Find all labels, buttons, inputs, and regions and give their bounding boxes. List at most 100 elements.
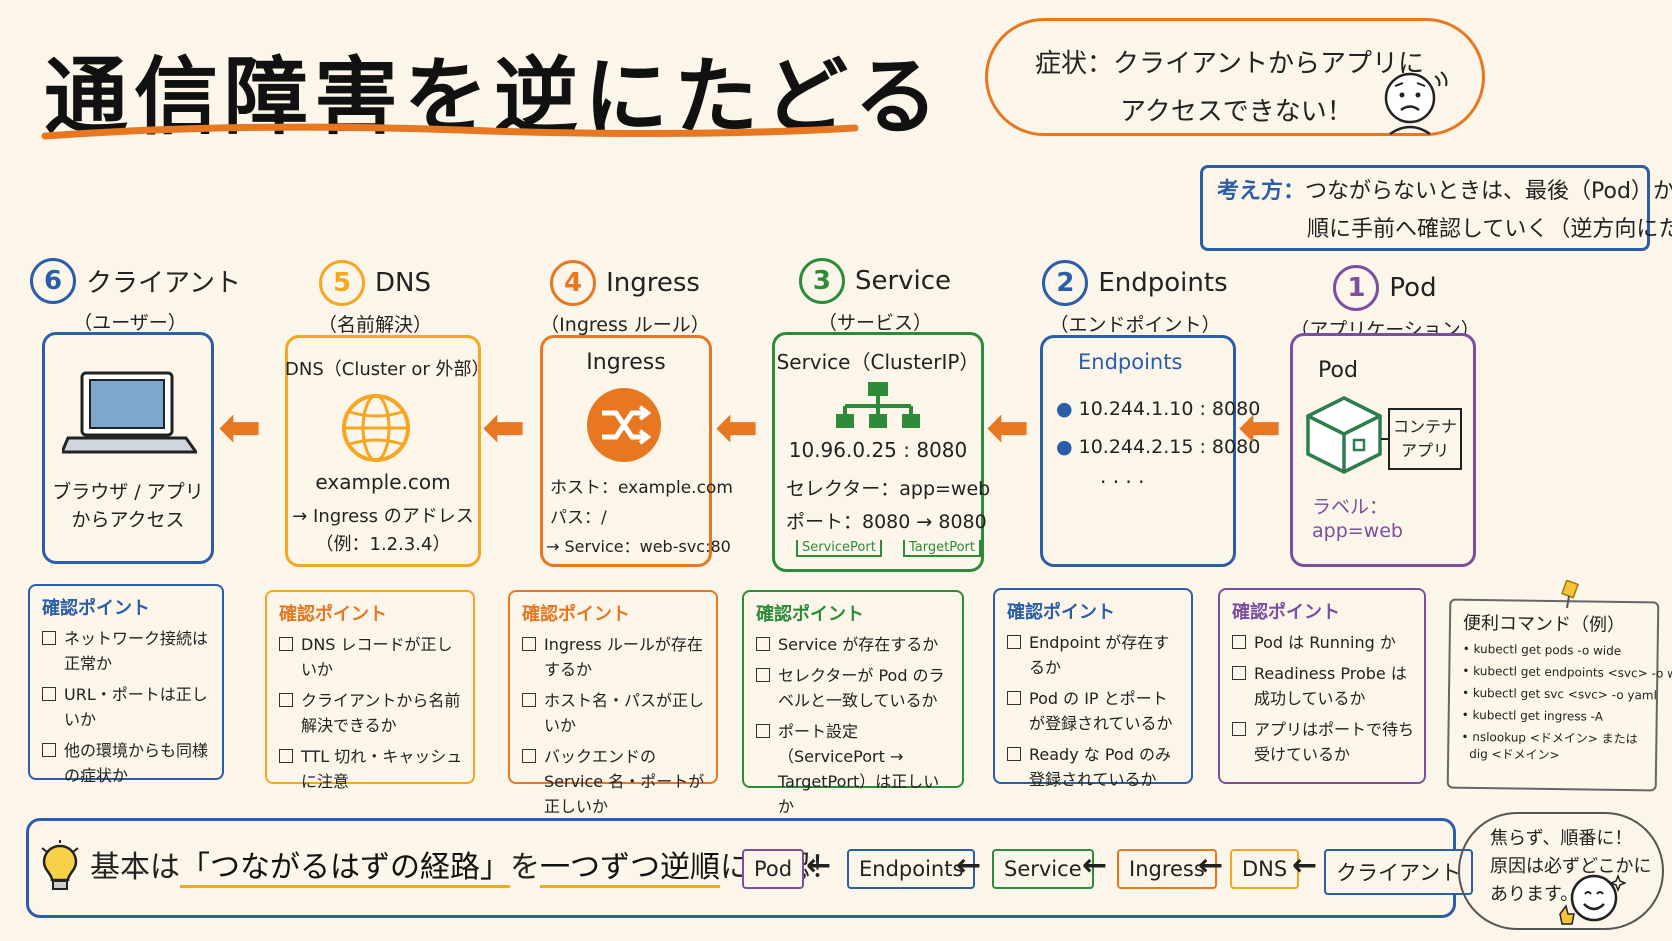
check-item: セレクターが Pod のラベルと一致しているか (756, 663, 952, 713)
check-box-pod: 確認ポイント Pod は Running か Readiness Probe は… (1218, 588, 1426, 784)
commands-title: 便利コマンド（例） (1462, 612, 1626, 636)
title-underline (41, 123, 859, 140)
endpoint-ip: 10.244.2.15 : 8080 (1078, 436, 1261, 458)
check-box-endpoints: 確認ポイント Endpoint が存在するか Pod の IP とポートが登録さ… (993, 588, 1193, 789)
check-item: ホスト名・パスが正しいか (522, 688, 706, 738)
check-item: アプリはポートで待ち受けているか (1232, 717, 1414, 767)
step-number: 1 (1333, 265, 1380, 311)
container-connector (1381, 438, 1389, 440)
step-sub: （Ingress ルール） (540, 314, 710, 336)
flow-arrow: ← (1082, 848, 1108, 883)
dns-domain: example.com (315, 470, 451, 494)
client-line2: からアクセス (71, 509, 185, 531)
step-name: Endpoints (1098, 268, 1228, 298)
basic-message: 基本は「つながるはずの経路」を一つずつ逆順に確認！ (90, 842, 840, 888)
check-title: 確認ポイント (1232, 602, 1340, 623)
left-arrow: ⬅ (715, 398, 759, 458)
check-item: Endpoint が存在するか (1007, 630, 1181, 680)
flow-arrow: ← (956, 848, 982, 883)
service-title: Service（ClusterIP） (776, 350, 980, 374)
dns-example: （例：1.2.3.4） (315, 534, 451, 555)
ingress-path: パス：/ (550, 508, 607, 528)
endpoint-ip: 10.244.1.10 : 8080 (1078, 398, 1261, 420)
step-number: 3 (798, 258, 845, 304)
target-port-tag: TargetPort (903, 540, 981, 557)
service-box (772, 332, 984, 572)
basic-highlight2: 一つずつ逆順 (540, 850, 720, 888)
ingress-host: ホスト：example.com (550, 478, 733, 498)
check-title: 確認ポイント (1007, 602, 1115, 623)
left-arrow: ⬅ (482, 398, 526, 458)
check-item: Service が存在するか (756, 632, 952, 657)
flow-arrow: ← (1198, 848, 1224, 883)
flow-ingress: Ingress (1117, 849, 1217, 889)
service-port: ポート：8080 → 8080 (786, 511, 987, 533)
pod-label-title: ラベル： (1312, 496, 1389, 518)
flow-arrow: ← (1292, 848, 1318, 883)
endpoints-box (1040, 335, 1236, 567)
step-sub: （名前解決） (317, 314, 432, 336)
check-item: Pod の IP とポートが登録されているか (1007, 686, 1181, 736)
service-selector: セレクター：app=web (786, 478, 991, 500)
check-title: 確認ポイント (522, 604, 630, 625)
cheer-bubble (1458, 812, 1664, 930)
step-sub: （ユーザー） (73, 312, 187, 334)
command-item: • kubectl get pods -o wide (1462, 641, 1622, 658)
check-item: TTL 切れ・キャッシュに注意 (279, 744, 463, 794)
globe-icon (342, 394, 410, 462)
thinking-label: 考え方： (1217, 179, 1306, 204)
thinking-line1: つながらないときは、最後（Pod）から (1305, 179, 1672, 204)
check-item: Ready な Pod のみ登録されているか (1007, 742, 1181, 792)
step-name: Ingress (606, 268, 700, 298)
app-label: アプリ (1400, 441, 1449, 460)
lightbulb-icon (41, 840, 79, 890)
check-item: Ingress ルールが存在するか (522, 632, 706, 682)
pod-cube-icon (1306, 396, 1382, 474)
dns-box (285, 335, 481, 567)
container-label: コンテナ (1392, 417, 1457, 436)
pod-label-value: app=web (1312, 520, 1403, 542)
command-item: dig <ドメイン> (1469, 746, 1560, 763)
check-item: クライアントから名前解決できるか (279, 688, 463, 738)
command-item: • kubectl get svc <svc> -o yaml (1461, 685, 1657, 703)
pod-box (1290, 333, 1476, 567)
smiling-face-icon (1559, 873, 1626, 925)
flow-pod: Pod (742, 849, 805, 889)
service-port-tag: ServicePort (796, 540, 882, 557)
network-tree-icon (836, 382, 920, 428)
client-desc: ブラウザ / アプリ からアクセス (42, 478, 214, 534)
check-item: バックエンドの Service 名・ポートが正しいか (522, 744, 706, 819)
check-title: 確認ポイント (756, 604, 864, 625)
endpoint-item: ● 10.244.2.15 : 8080 (1056, 436, 1261, 458)
check-item: Pod は Running か (1232, 630, 1414, 655)
step-number: 5 (319, 260, 365, 306)
symptom-cloud (985, 18, 1485, 136)
thinking-line2: 順に手前へ確認していく（逆方向にたどる） (1307, 217, 1672, 242)
step-number: 2 (1042, 260, 1089, 306)
basic-mid: を (510, 850, 540, 885)
endpoints-title: Endpoints (1078, 350, 1183, 374)
step-name: Service (854, 266, 952, 296)
worried-face-icon (1384, 71, 1448, 136)
flow-dns: DNS (1230, 849, 1300, 889)
step-number: 4 (550, 260, 597, 306)
step-name: Pod (1389, 273, 1437, 303)
left-arrow: ⬅ (986, 398, 1030, 458)
flow-arrow: ← (806, 848, 832, 883)
left-arrow: ⬅ (218, 398, 262, 458)
flow-endpoints: Endpoints (847, 849, 976, 889)
pod-label-text: app=web (1312, 520, 1403, 542)
service-ip: 10.96.0.25 : 8080 (788, 438, 968, 462)
symptom-line2: アクセスできない！ (1120, 97, 1353, 127)
check-item: DNS レコードが正しいか (279, 632, 463, 682)
endpoint-item: ● 10.244.1.10 : 8080 (1056, 398, 1261, 420)
command-item: • kubectl get endpoints <svc> -o wide (1462, 663, 1672, 681)
step-name: クライアント (86, 268, 241, 299)
check-box-client: 確認ポイント ネットワーク接続は正常か URL・ポートは正しいか 他の環境からも… (28, 584, 224, 785)
ingress-service: → Service：web-svc:80 (546, 537, 731, 556)
check-item: ポート設定（ServicePort → TargetPort）は正しいか (756, 719, 952, 819)
